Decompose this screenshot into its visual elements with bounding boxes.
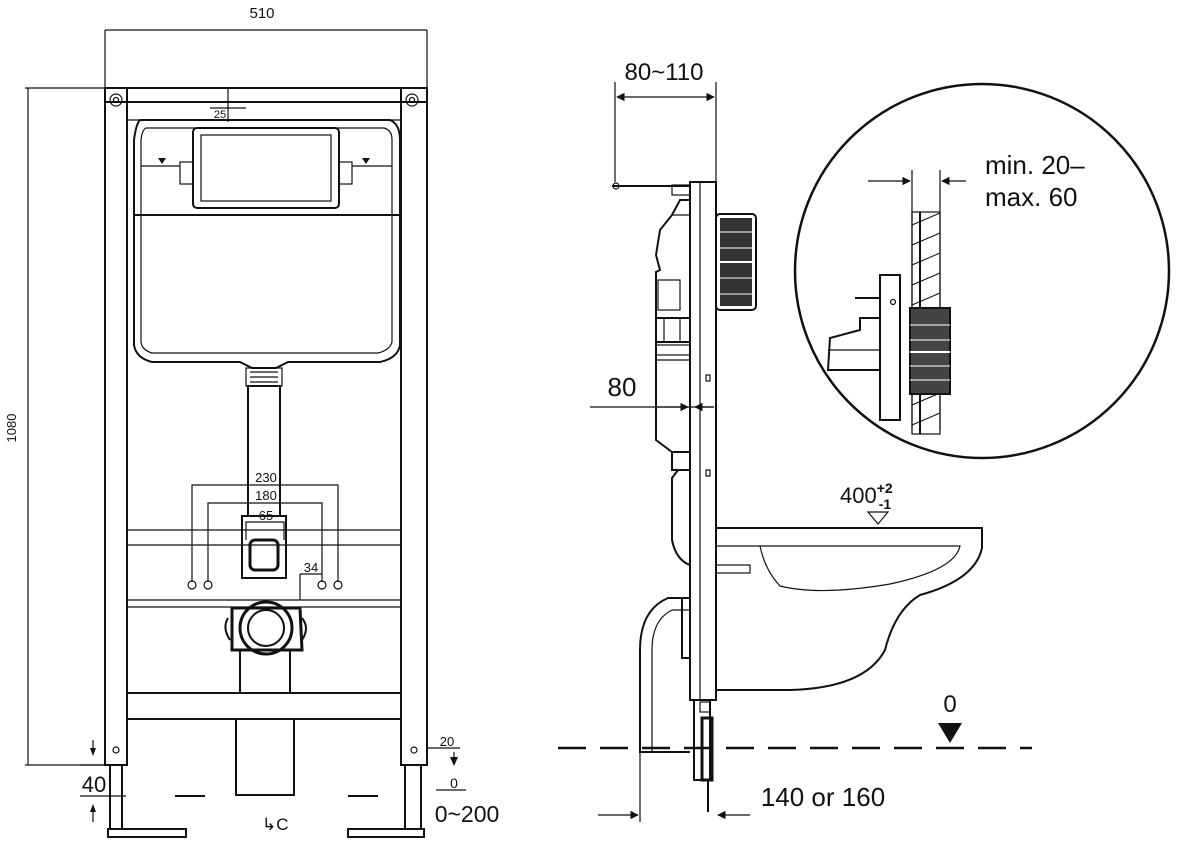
spacing-230-label: 230 <box>255 470 277 485</box>
flush-button-panel <box>715 213 757 311</box>
floor-level-label: 0 <box>943 691 956 718</box>
wall-thickness-detail: min. 20– max. 60 <box>793 82 1171 460</box>
foot-0-label: 0 <box>450 775 458 791</box>
wall-depth-label: 80~110 <box>625 59 704 86</box>
waste-bend <box>639 597 691 753</box>
front-view: 510 1080 25 <box>4 5 499 838</box>
fixing-bolt-spacing: 230 180 65 34 <box>187 470 343 600</box>
frame-depth-label: 80 <box>608 372 637 402</box>
cistern <box>133 119 401 369</box>
waste-outlet <box>224 600 307 796</box>
adjustable-feet <box>107 764 425 838</box>
height-label: 1080 <box>4 414 19 443</box>
foot-20-label: 20 <box>440 734 454 749</box>
flush-pipe <box>241 367 287 579</box>
spacing-180-label: 180 <box>255 488 277 503</box>
frame-depth-dimension: 80 <box>590 372 714 412</box>
dim-34-label: 34 <box>304 560 318 575</box>
side-view: 80~110 <box>558 59 1032 822</box>
frame-outline <box>104 87 428 766</box>
foot-adjust-dimension: 20 0 0~200 <box>427 734 499 827</box>
panel-min-label: min. 20– <box>985 150 1085 180</box>
height-dimension: 1080 <box>4 87 105 766</box>
side-cistern <box>654 199 711 566</box>
spacing-65-label: 65 <box>259 508 273 523</box>
width-label: 510 <box>249 5 274 22</box>
connector-c-label: ↳C <box>262 815 289 834</box>
wall-depth-dimension: 80~110 <box>614 59 717 182</box>
side-frame <box>612 181 717 812</box>
floor-level: 0 <box>558 691 1032 750</box>
bowl-height-label: 400+2-1 <box>840 480 893 512</box>
panel-max-label: max. 60 <box>985 182 1078 212</box>
adjust-range-label: 0~200 <box>435 801 500 827</box>
outlet-distance-label: 140 or 160 <box>761 782 885 812</box>
top-dim-label: 25 <box>214 109 226 121</box>
width-dimension: 510 <box>104 5 428 88</box>
bottom-40-dimension: 40 <box>80 740 126 822</box>
bottom-40-label: 40 <box>82 772 106 797</box>
toilet-bowl: 400+2-1 <box>715 480 983 691</box>
outlet-distance-dimension: 140 or 160 <box>598 752 885 822</box>
